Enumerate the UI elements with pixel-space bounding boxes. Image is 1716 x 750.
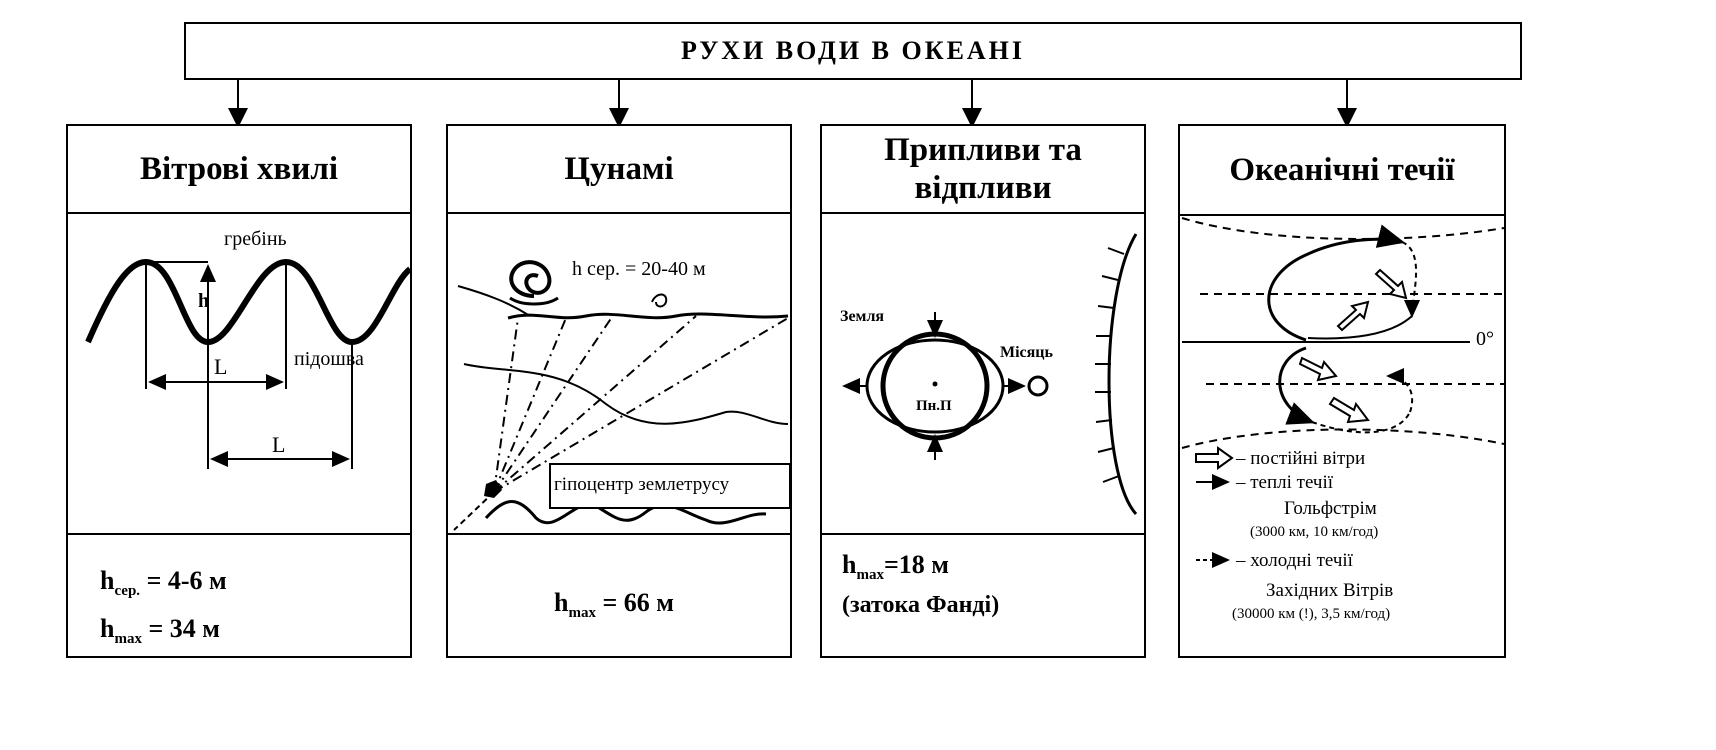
wind-waves-avg-height: hсер. = 4-6 м xyxy=(100,566,227,600)
tides-divider-top xyxy=(820,212,1146,214)
north-current-cold xyxy=(1401,241,1421,318)
trough-label: підошва xyxy=(294,348,364,370)
wind-wave-drawing xyxy=(85,258,412,469)
wave-length-label-2: L xyxy=(272,432,286,457)
column-currents xyxy=(1178,124,1506,658)
coast-hatching xyxy=(1095,247,1125,483)
currents-title-text: Океанічні течії xyxy=(1229,152,1455,188)
diagram-title: РУХИ ВОДИ В ОКЕАНІ xyxy=(680,36,1026,65)
south-equatorial-warm xyxy=(1278,346,1315,425)
currents-drawing xyxy=(1181,217,1505,568)
ray-2 xyxy=(493,317,567,493)
legend-west-winds: Західних Вітрів xyxy=(1266,580,1394,601)
wind-waves-title-text: Вітрові хвилі xyxy=(139,151,339,187)
currents-title: Океанічні течії xyxy=(1178,124,1506,216)
hypocenter-label-box xyxy=(549,463,791,509)
ray-1 xyxy=(493,317,519,493)
ray-3 xyxy=(493,313,615,493)
ray-6 xyxy=(453,491,495,531)
upper-boundary xyxy=(1181,217,1505,240)
height-label: h xyxy=(198,290,210,312)
legend-cold-currents: – холодні течії xyxy=(1236,550,1353,571)
sea-surface xyxy=(507,312,789,320)
currents-divider-top xyxy=(1178,214,1506,216)
tides-max-height: hmax=18 м xyxy=(842,550,949,584)
north-pole-label: Пн.П xyxy=(916,398,952,414)
coast-line xyxy=(457,285,531,317)
coast-arc xyxy=(1107,233,1138,516)
ray-4 xyxy=(493,315,697,493)
constant-wind-arrow-2 xyxy=(1374,268,1408,300)
tides-title: Припливи та відпливи xyxy=(820,124,1146,214)
equator-label: 0° xyxy=(1476,328,1494,350)
tides-title-line-2: відпливи xyxy=(914,170,1052,206)
constant-wind-arrow-4 xyxy=(1328,396,1370,424)
tsunami-title-text: Цунамі xyxy=(564,151,674,187)
constant-wind-arrow-1 xyxy=(1336,300,1370,332)
tides-location-note: (затока Фанді) xyxy=(842,592,1000,618)
south-return xyxy=(1386,368,1413,413)
legend-constant-winds: – постійні вітри xyxy=(1236,448,1366,469)
earth-center-dot xyxy=(932,381,938,387)
wave-length-label-1: L xyxy=(214,354,228,379)
ocean-floor xyxy=(463,363,789,425)
legend-gulf-stream-detail: (3000 км, 10 км/год) xyxy=(1250,524,1379,540)
legend-west-winds-detail: (30000 км (!), 3,5 км/год) xyxy=(1232,606,1391,622)
wind-waves-title: Вітрові хвилі xyxy=(66,124,412,214)
tsunami-divider-bottom xyxy=(446,533,792,535)
tides-title-line-1: Припливи та xyxy=(884,132,1082,168)
seabed-waves xyxy=(484,500,767,525)
earth-label: Земля xyxy=(840,308,885,325)
small-swirl xyxy=(651,293,668,308)
tides-drawing xyxy=(842,233,1138,516)
legend-hollow-arrow-icon xyxy=(1195,446,1234,470)
constant-wind-arrow-3 xyxy=(1298,356,1338,382)
tides-divider-bottom xyxy=(820,533,1146,535)
gulf-stream-warm xyxy=(1267,224,1405,342)
wave-swirl xyxy=(509,260,552,298)
wave-swirl-base xyxy=(509,296,559,306)
tsunami-title: Цунамі xyxy=(446,124,792,214)
legend-warm-currents: – теплі течії xyxy=(1236,472,1334,493)
wave-curve xyxy=(85,258,412,346)
title-box: РУХИ ВОДИ В ОКЕАНІ xyxy=(184,22,1522,80)
north-equatorial xyxy=(1307,315,1413,340)
tsunami-drawing xyxy=(453,260,791,531)
tsunami-height-label: h сер. = 20-40 м xyxy=(572,258,706,280)
tidal-bulge-ellipse xyxy=(865,338,1005,434)
hypocenter-label: гіпоцентр землетрусу xyxy=(554,474,730,495)
ray-5 xyxy=(493,317,789,493)
lower-boundary xyxy=(1181,428,1505,449)
wind-waves-max-height: hmax = 34 м xyxy=(100,614,220,648)
moon-label: Місяць xyxy=(1000,344,1053,361)
moon-circle xyxy=(1027,375,1049,397)
hypocenter-mark xyxy=(484,480,502,498)
tsunami-divider-top xyxy=(446,212,792,214)
legend-gulf-stream: Гольфстрім xyxy=(1284,498,1377,519)
crest-label: гребінь xyxy=(224,228,287,250)
wind-waves-divider-bottom xyxy=(66,533,412,535)
wind-waves-divider-top xyxy=(66,212,412,214)
tsunami-max-height: hmax = 66 м xyxy=(554,588,674,622)
